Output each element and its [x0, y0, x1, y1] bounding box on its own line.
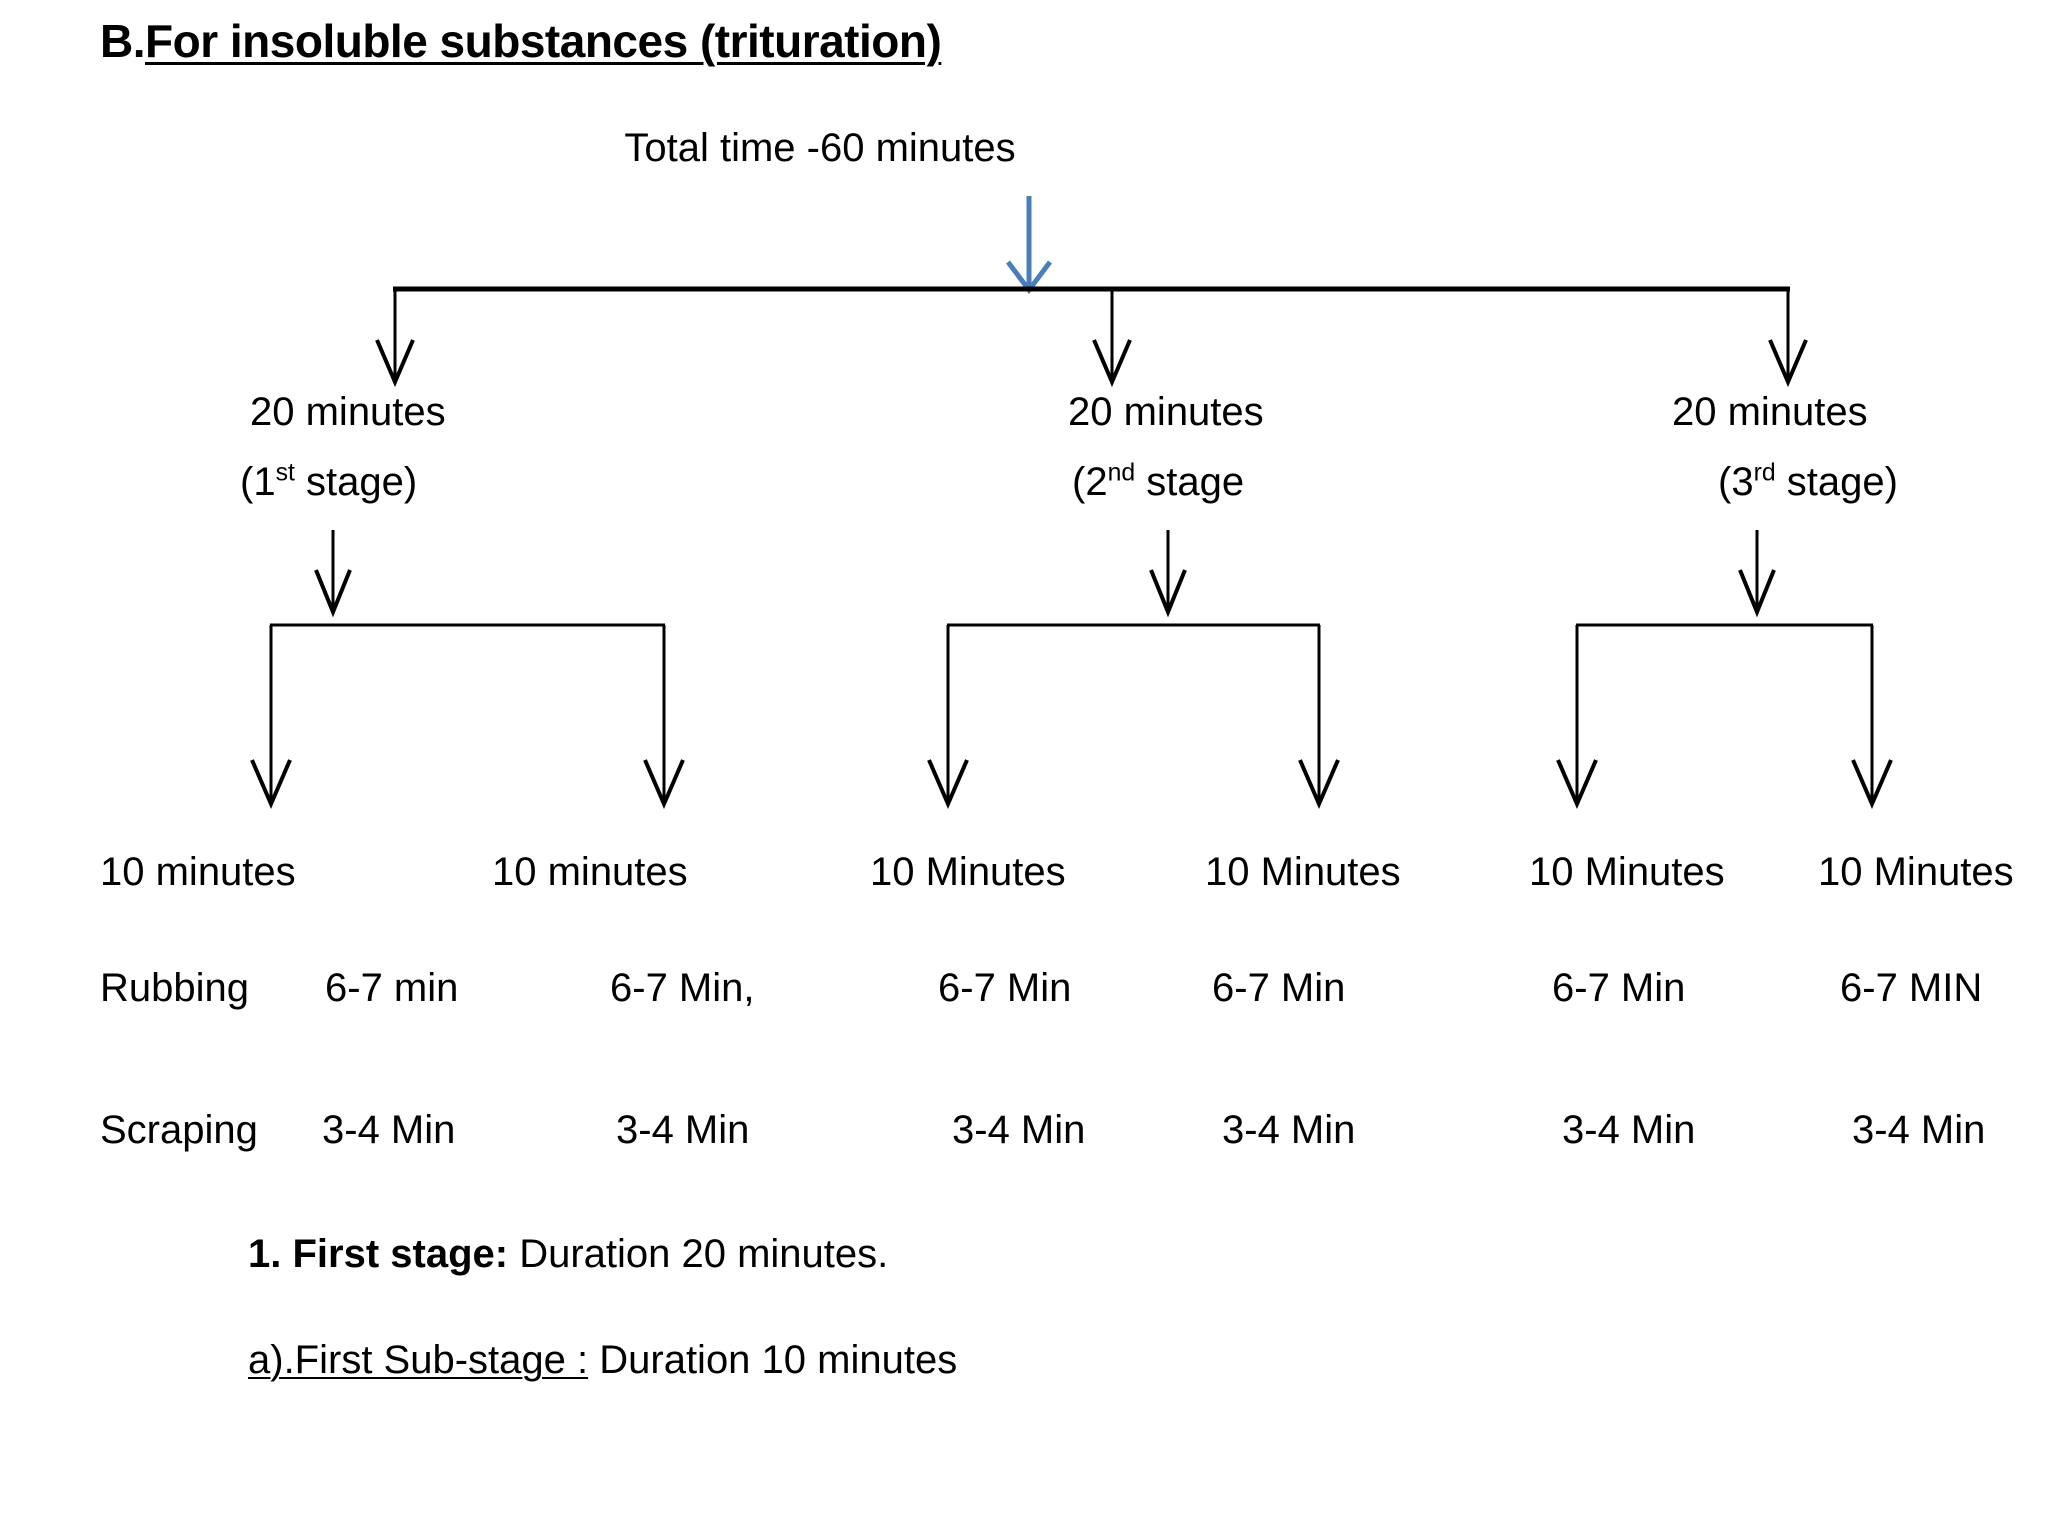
note-first-substage: a).First Sub-stage : Duration 10 minutes: [248, 1338, 957, 1383]
substage-2-scraping: 3-4 Min: [616, 1108, 750, 1152]
stage-2-name: (2nd stage: [1072, 459, 1245, 504]
stage-2-word: stage: [1135, 460, 1245, 504]
substage-3-minutes: 10 Minutes: [870, 850, 1066, 894]
substage-6-scraping: 3-4 Min: [1852, 1108, 1986, 1152]
stage-3-ordinal: rd: [1753, 459, 1776, 487]
substage-6-rubbing: 6-7 MIN: [1840, 966, 1983, 1010]
substage-5-minutes: 10 Minutes: [1529, 850, 1725, 894]
stage-3-duration: 20 minutes: [1672, 390, 1868, 434]
stage-3-word: stage): [1775, 460, 1898, 504]
substage-1-rubbing: 6-7 min: [325, 966, 459, 1010]
substage-5-scraping: 3-4 Min: [1562, 1108, 1696, 1152]
substage-6-minutes: 10 Minutes: [1818, 850, 2014, 894]
note-first-stage-rest: Duration 20 minutes.: [508, 1232, 889, 1276]
stage-3-name: (3rd stage): [1718, 459, 1898, 504]
stage-2-paren: (2: [1072, 460, 1108, 504]
substage-1-minutes: 10 minutes: [100, 850, 296, 894]
substage-3-scraping: 3-4 Min: [952, 1108, 1086, 1152]
root-blue-arrow-icon: [1006, 196, 1052, 295]
rubbing-row-label: Rubbing: [100, 966, 250, 1010]
stage-1-split-connector: [250, 530, 685, 810]
stage-3-split-connector: [1556, 530, 1893, 810]
title-underlined-text: For insoluble substances (trituration): [145, 15, 942, 67]
substage-2-rubbing: 6-7 Min,: [610, 966, 755, 1010]
note-first-stage: 1. First stage: Duration 20 minutes.: [248, 1232, 888, 1277]
page-title: B.For insoluble substances (trituration): [100, 14, 942, 68]
substage-4-minutes: 10 Minutes: [1205, 850, 1401, 894]
substage-4-rubbing: 6-7 Min: [1212, 966, 1346, 1010]
note-first-stage-bold: 1. First stage:: [248, 1232, 509, 1276]
root-total-time-label: Total time -60 minutes: [624, 126, 1016, 170]
substage-4-scraping: 3-4 Min: [1222, 1108, 1356, 1152]
substage-3-rubbing: 6-7 Min: [938, 966, 1072, 1010]
substage-5-rubbing: 6-7 Min: [1552, 966, 1686, 1010]
substage-2-minutes: 10 minutes: [492, 850, 688, 894]
stage-1-duration: 20 minutes: [250, 390, 446, 434]
stage-2-ordinal: nd: [1107, 459, 1136, 487]
stage-2-split-connector: [927, 530, 1340, 810]
stage-2-duration: 20 minutes: [1068, 390, 1264, 434]
scraping-row-label: Scraping: [100, 1108, 258, 1152]
stage-1-name: (1st stage): [240, 459, 418, 504]
note-first-substage-underlined: a).First Sub-stage :: [248, 1338, 589, 1382]
stage-3-paren: (3: [1718, 460, 1754, 504]
stage-1-paren: (1: [240, 460, 276, 504]
stage-1-word: stage): [294, 460, 418, 504]
stage-1-ordinal: st: [275, 459, 295, 487]
note-first-substage-rest: Duration 10 minutes: [588, 1338, 958, 1382]
substage-1-scraping: 3-4 Min: [322, 1108, 456, 1152]
title-prefix: B.: [100, 15, 146, 67]
trunk-connector: [375, 286, 1808, 388]
